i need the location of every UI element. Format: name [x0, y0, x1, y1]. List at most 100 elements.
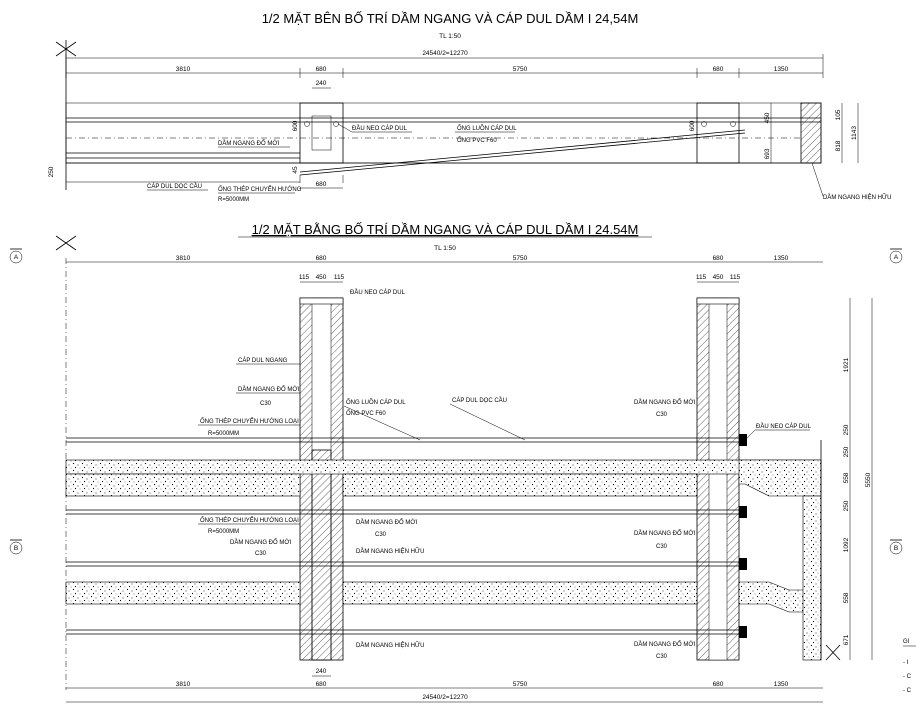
notes-line-3: - C	[903, 688, 912, 694]
plan-dim-250a: 250	[843, 424, 850, 435]
plan-bot-5750: 5750	[513, 681, 528, 688]
cross-beam-left-elev	[299, 102, 344, 164]
elev-dim-250: 250	[48, 166, 55, 177]
plan-bot-680b: 680	[713, 681, 724, 688]
elev-dim-45: 45	[292, 166, 299, 174]
plan-bot-1350: 1350	[774, 681, 789, 688]
plan-dim-250c: 250	[843, 500, 850, 511]
plan-label-long-cable: CÁP DUL DỌC CẦU	[452, 397, 507, 404]
plan-bot-3810: 3810	[176, 681, 191, 688]
elev-dim-1350: 1350	[774, 66, 789, 73]
plan-label-new-beam-6: DẦM NGANG ĐỔ MỚI	[634, 641, 695, 648]
plan-label-pvc: ỐNG PVC F60	[346, 410, 386, 417]
elev-dim-1143: 1143	[851, 126, 858, 140]
girder-3	[65, 581, 822, 635]
plan-title: 1/2 MẶT BẰNG BỐ TRÍ DẦM NGANG VÀ CÁP DUL…	[252, 222, 639, 237]
elev-label-anchor: ĐẦU NEO CÁP DUL	[352, 125, 408, 132]
plan-dim-250b: 250	[843, 446, 850, 457]
plan-sub-115b: 115	[334, 274, 345, 281]
plan-label-c30-6: C30	[656, 654, 668, 660]
notes-line-1: - I	[903, 660, 909, 666]
axis-b-right: B	[894, 545, 898, 552]
plan-label-new-beam-4: DẦM NGANG ĐỔ MỚI	[356, 519, 417, 526]
elevation-scale: TL 1:50	[439, 33, 461, 40]
plan-dim-1350: 1350	[774, 255, 789, 262]
plan-label-new-beam-3: DẦM NGANG ĐỔ MỚI	[230, 539, 291, 546]
elev-dim-680-bottom: 680	[316, 181, 327, 188]
plan-label-radius-1: R=5000MM	[208, 431, 239, 437]
axis-mark-b-left	[9, 539, 23, 555]
elev-dim-680b: 680	[713, 66, 724, 73]
plan-label-new-beam-1: DẦM NGANG ĐỔ MỚI	[238, 386, 299, 393]
axis-mark-a-left	[9, 248, 23, 264]
plan-dim-671: 671	[843, 634, 850, 645]
elev-dim-240: 240	[316, 80, 327, 87]
plan-dim-5550: 5550	[865, 472, 872, 487]
notes-line-2: - C	[903, 674, 912, 680]
plan-label-steel-pipe-2: ỐNG THÉP CHUYỂN HƯỚNG LOẠI	[200, 517, 299, 524]
plan-label-existing-2: DẦM NGANG HIỆN HỮU	[356, 641, 424, 649]
axis-a-right: A	[894, 254, 899, 261]
anchor-blocks-right	[739, 429, 810, 638]
elevation-title: 1/2 MẶT BÊN BỐ TRÍ DẦM NGANG VÀ CÁP DUL …	[262, 11, 639, 26]
plan-label-existing-1: DẦM NGANG HIỆN HỮU	[356, 547, 424, 555]
elev-label-new-beam: DẦM NGANG ĐỔ MỚI	[218, 140, 279, 147]
elev-label-existing: DẦM NGANG HIỆN HỮU	[823, 193, 891, 201]
plan-dim-1092: 1092	[843, 537, 850, 552]
plan-label-c30-3: C30	[255, 551, 267, 557]
plan-sub-450b: 450	[713, 274, 724, 281]
plan-sub-450a: 450	[316, 274, 327, 281]
girder-2	[66, 509, 745, 567]
elev-label-pvc: ỐNG PVC F60	[457, 137, 497, 144]
elev-label-duct: ỐNG LUỒN CÁP DUL	[457, 125, 517, 132]
elev-dim-3810: 3810	[176, 66, 191, 73]
elev-dim-600-left: 600	[292, 120, 299, 131]
plan-dim-5750: 5750	[513, 255, 528, 262]
plan-label-new-beam-5: DẦM NGANG ĐỔ MỚI	[634, 530, 695, 537]
notes-heading: GI	[903, 639, 910, 645]
plan-dim-558a: 558	[843, 472, 850, 483]
plan-label-anchor-right: ĐẦU NEO CÁP DUL	[756, 423, 812, 430]
break-symbol-bottom	[825, 644, 841, 661]
elev-label-radius: R=5000MM	[218, 197, 249, 203]
plan-label-c30-1: C30	[260, 401, 272, 407]
plan-sub-115c: 115	[696, 274, 707, 281]
plan-label-anchor-top: ĐẦU NEO CÁP DUL	[350, 289, 406, 296]
plan-label-c30-5: C30	[656, 544, 668, 550]
plan-label-c30-2: C30	[656, 412, 668, 418]
plan-scale: TL 1:50	[434, 245, 456, 252]
elev-dim-5750: 5750	[513, 66, 528, 73]
axis-b-left: B	[14, 545, 18, 552]
plan-label-steel-pipe-1: ỐNG THÉP CHUYỂN HƯỚNG LOẠI	[200, 418, 299, 425]
plan-dim-3810: 3810	[176, 255, 191, 262]
elev-label-steel-pipe: ỐNG THÉP CHUYỂN HƯỚNG	[218, 186, 302, 193]
plan-dim-1921: 1921	[843, 357, 850, 372]
elev-dim-105: 105	[835, 109, 842, 120]
elev-dim-818: 818	[835, 140, 842, 151]
elev-dim-693: 693	[764, 148, 771, 159]
plan-dim-558b: 558	[843, 592, 850, 603]
elevation-overall-dim: 24540/2=12270	[422, 50, 468, 57]
elev-dim-680a: 680	[316, 66, 327, 73]
elev-dim-450: 450	[764, 112, 771, 123]
plan-overall-dim: 24540/2=12270	[422, 694, 468, 701]
axis-mark-b-right	[889, 539, 903, 555]
plan-sub-115a: 115	[299, 274, 310, 281]
plan-label-radius-2: R=5000MM	[208, 529, 239, 535]
plan-label-c30-4: C30	[375, 532, 387, 538]
axis-mark-a-right	[889, 248, 903, 264]
plan-dim-680a: 680	[316, 255, 327, 262]
existing-end-diaphragm	[802, 495, 822, 661]
girder-1	[65, 437, 822, 497]
elev-label-long-cable: CÁP DUL DỌC CẦU	[147, 183, 202, 190]
main-girder-elevation	[65, 102, 822, 164]
break-symbol-plan	[55, 235, 77, 251]
existing-end-beam-elev	[800, 102, 822, 164]
plan-dim-240: 240	[316, 668, 327, 675]
plan-dim-680b: 680	[713, 255, 724, 262]
plan-sub-115d: 115	[730, 274, 741, 281]
axis-a-left: A	[14, 254, 19, 261]
plan-label-duct: ỐNG LUỒN CÁP DUL	[346, 399, 406, 406]
plan-label-new-beam-2: DẦM NGANG ĐỔ MỚI	[634, 399, 695, 406]
